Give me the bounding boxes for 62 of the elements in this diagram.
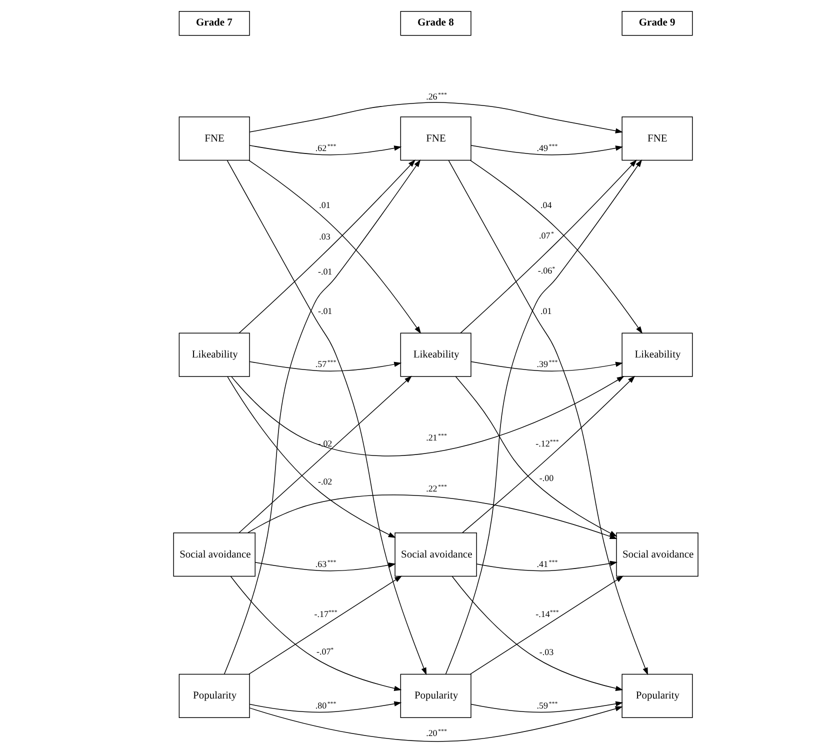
arrow — [249, 102, 623, 134]
edge-label: -.01 — [318, 306, 332, 316]
node-box: Likeability — [178, 332, 250, 377]
arrow — [249, 361, 402, 372]
arrow — [249, 701, 402, 713]
arrow — [230, 576, 402, 691]
edge-label: -.12$^{***}$ — [536, 438, 559, 448]
edge-label: -.14$^{***}$ — [536, 609, 559, 620]
edge-label: .49$^{***}$ — [536, 142, 558, 153]
node-box: Social avoidance — [173, 532, 256, 577]
arrow — [470, 701, 624, 713]
arrow — [470, 361, 624, 372]
edge-label: .62$^{***}$ — [315, 142, 336, 153]
edge-label: -.06$^{*}$ — [538, 266, 556, 276]
edge-label: -.02 — [318, 476, 332, 487]
node-box: Popularity — [178, 674, 250, 718]
edge-label: .20$^{***}$ — [426, 728, 447, 738]
node-box: Likeability — [400, 332, 472, 377]
edge-label: -.07$^{*}$ — [316, 646, 334, 656]
arrow — [227, 376, 396, 538]
arrow — [462, 376, 636, 534]
edge-label: .63$^{***}$ — [315, 558, 336, 569]
arrow — [452, 576, 624, 691]
node-box: Social avoidance — [616, 532, 698, 577]
edge-label: .04 — [540, 200, 552, 210]
arrow — [249, 145, 402, 156]
edge-label: .22$^{***}$ — [426, 483, 447, 494]
arrow — [249, 706, 623, 742]
edge-label: .80$^{***}$ — [315, 700, 336, 710]
node-box: Grade 9 — [622, 11, 693, 36]
edge-label: .01 — [540, 306, 552, 316]
node-box: FNE — [178, 116, 250, 161]
edge-label: .41$^{***}$ — [536, 558, 558, 569]
edge-label: -.17$^{***}$ — [314, 609, 338, 620]
node-box: Grade 8 — [400, 11, 472, 36]
edge-label: .03 — [319, 231, 330, 242]
node-box: FNE — [622, 116, 693, 161]
edge-label: .21$^{***}$ — [426, 432, 447, 443]
arrow — [238, 376, 412, 534]
node-box: Grade 7 — [178, 11, 250, 36]
edge-label: .39$^{***}$ — [536, 359, 558, 370]
node-box: Popularity — [622, 674, 693, 718]
arrow — [470, 576, 624, 674]
edge-label: -.02 — [318, 438, 332, 448]
edge-label: .26$^{***}$ — [426, 91, 447, 102]
edge-label: -.03 — [539, 647, 554, 658]
arrow — [470, 145, 624, 156]
node-box: Social avoidance — [394, 532, 477, 577]
node-box: FNE — [400, 116, 472, 161]
edge-label: .01 — [319, 200, 330, 210]
arrow — [455, 376, 618, 537]
arrow — [231, 376, 624, 456]
node-box: Popularity — [400, 674, 472, 718]
edge-label: .07$^{*}$ — [539, 230, 554, 241]
edge-label: -.00 — [539, 472, 554, 483]
edge-label: .59$^{***}$ — [536, 700, 558, 710]
node-box: Likeability — [622, 332, 693, 377]
arrow — [248, 576, 402, 674]
edge-label: .57$^{***}$ — [315, 359, 336, 370]
edge-label: -.01 — [318, 266, 332, 276]
arrow — [254, 562, 396, 572]
arrow — [476, 560, 618, 572]
